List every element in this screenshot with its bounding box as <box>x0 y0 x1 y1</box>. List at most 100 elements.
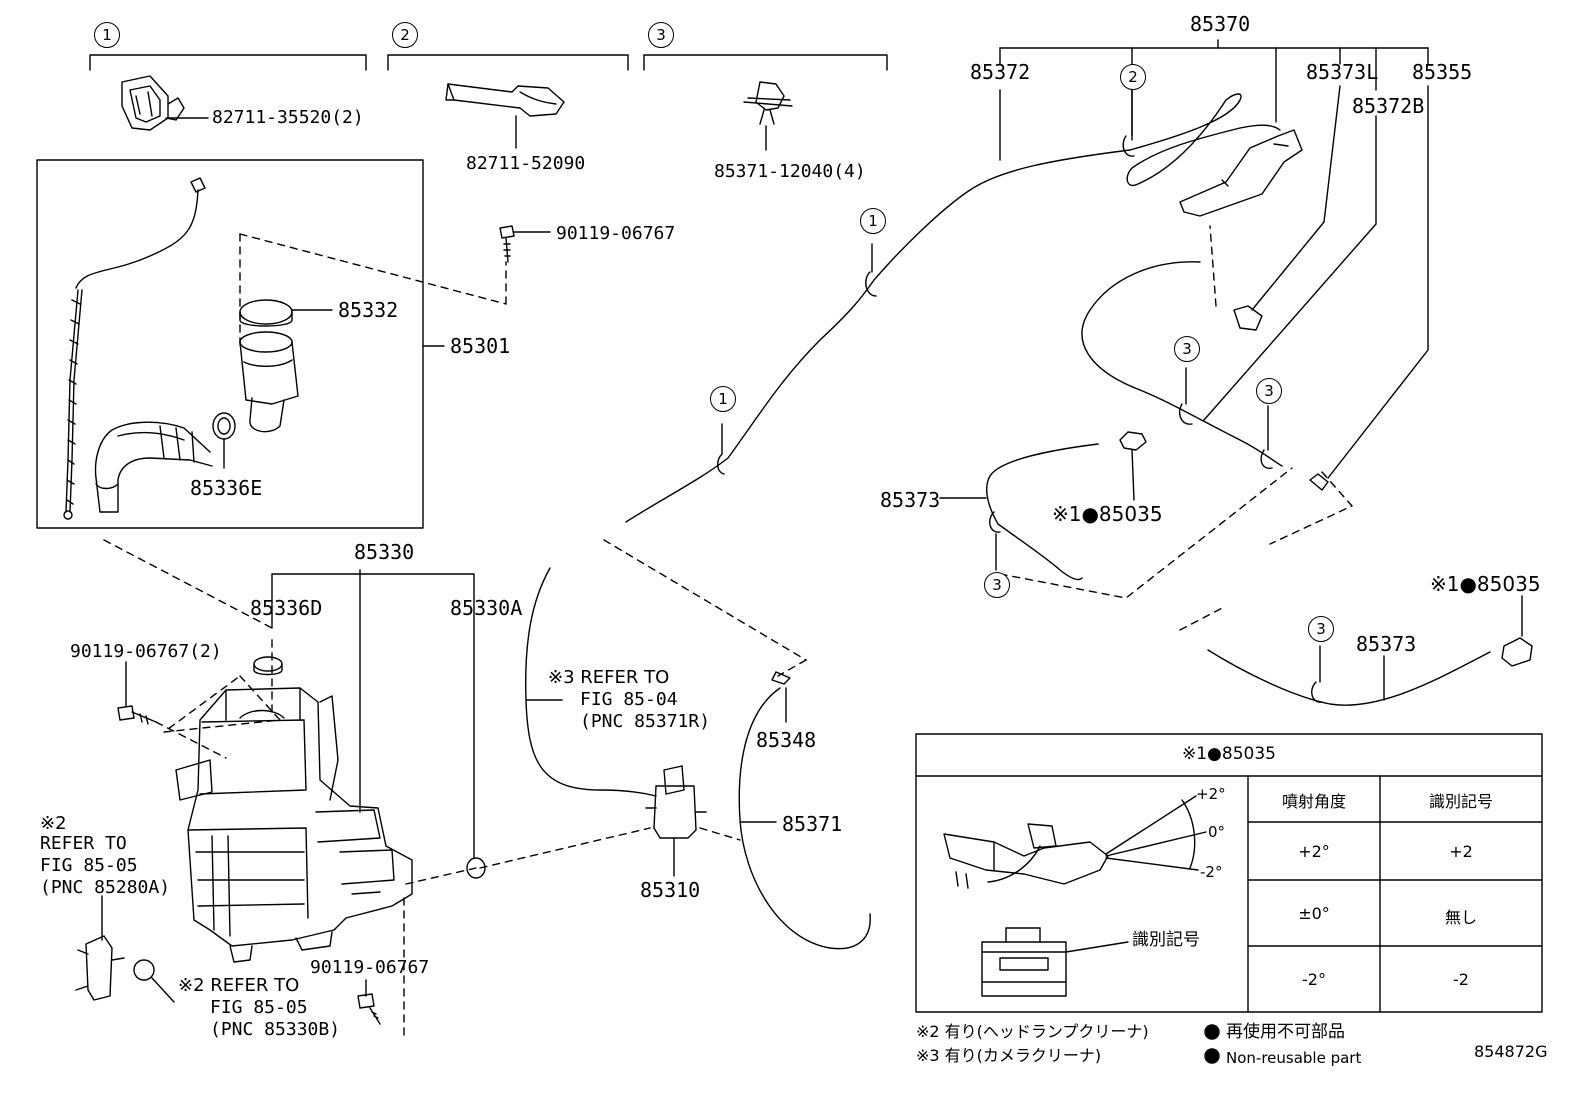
label-85310: 85310 <box>640 878 701 902</box>
inset-nozzle-icon <box>943 795 1207 889</box>
pump-85280a-icon <box>75 895 125 1001</box>
label-90119-upper: 90119-06767 <box>556 223 676 244</box>
group-number-3: 3 <box>648 22 674 48</box>
hose-85371r <box>525 567 657 797</box>
part-82711-52090: 82711-52090 <box>466 153 586 174</box>
label-85373l: 85373L <box>1306 60 1379 84</box>
callout-2: 2 <box>1120 64 1146 90</box>
label-85348: 85348 <box>756 728 817 752</box>
callout-3: 3 <box>1174 336 1200 362</box>
label-85332: 85332 <box>338 298 399 322</box>
label-85035-right: ※1●85035 <box>1430 572 1541 596</box>
ref-85280a-line2: REFER TO <box>40 833 127 854</box>
hose-rings <box>717 87 1323 703</box>
label-85370: 85370 <box>1190 12 1251 36</box>
callout-1: 1 <box>860 208 886 234</box>
spray-angle-zero: 0° <box>1208 823 1226 841</box>
spec-table-cols <box>1247 775 1381 1013</box>
washer-tank-icon <box>175 569 413 963</box>
part-85371-12040: 85371-12040(4) <box>714 161 866 182</box>
inset-mark-label: 識別記号 <box>1132 930 1200 950</box>
joint-85348-icon <box>771 671 791 685</box>
note-headlamp-cleaner: ※2 有り(ヘッドランプクリーナ) <box>916 1022 1149 1041</box>
callout-3: 3 <box>1256 378 1282 404</box>
spec-row-angle: +2° <box>1298 842 1330 861</box>
dashed-reference-lines <box>103 225 1353 1041</box>
group-number-1: 1 <box>94 22 120 48</box>
ref-85280a-line1: ※2 <box>40 813 67 834</box>
level-gauge-icon <box>63 177 206 520</box>
leader-85330 <box>271 573 475 859</box>
bolt-90119-left-icon <box>117 661 157 725</box>
label-85372: 85372 <box>970 60 1031 84</box>
label-85330: 85330 <box>354 540 415 564</box>
inset-connector-icon <box>981 927 1129 997</box>
bolt-90119-upper-icon <box>499 225 551 263</box>
ref-85330b-line1: ※2 REFER TO <box>178 975 300 996</box>
grommet-85330a-icon <box>466 857 486 879</box>
label-85336e: 85336E <box>190 476 263 500</box>
hose-85371 <box>738 687 871 950</box>
label-90119-left: 90119-06767(2) <box>70 641 222 662</box>
spec-row-mark: 無し <box>1444 908 1477 927</box>
grommet-85330b-icon <box>133 959 175 1003</box>
spec-table-rows <box>1247 821 1543 947</box>
nozzle-85035-right-icon <box>1501 637 1533 667</box>
ref-fig-85-04-line1: ※3 REFER TO <box>548 667 670 688</box>
label-85355: 85355 <box>1412 60 1473 84</box>
nozzle-bracket-detail <box>1221 143 1289 187</box>
spec-row-mark: -2 <box>1453 970 1469 989</box>
figure-id: 854872G <box>1474 1042 1548 1061</box>
spray-angle-plus: +2° <box>1196 785 1226 803</box>
nozzle-85035-mid-icon <box>1119 431 1147 451</box>
nozzle-bracket-icon <box>1179 129 1303 217</box>
assembly-box-85301 <box>36 159 424 529</box>
label-85373-mid: 85373 <box>880 488 941 512</box>
hose-85372 <box>625 149 1131 523</box>
label-85035-mid: ※1●85035 <box>1052 502 1163 526</box>
filler-neck-icon <box>94 299 333 513</box>
note-camera-cleaner: ※3 有り(カメラクリーナ) <box>916 1046 1102 1065</box>
clip-82711-35520-icon <box>121 75 209 131</box>
ref-85280a-line3: FIG 85-05 <box>40 855 138 876</box>
spec-box <box>915 733 1543 1013</box>
leader-85035-mid <box>1131 449 1135 501</box>
hose-85370-branch <box>1126 93 1281 187</box>
bullet-icon <box>1204 1048 1220 1064</box>
legend-non-reusable-jp: 再使用不可部品 <box>1226 1022 1345 1042</box>
bolt-90119-lower-icon <box>357 979 381 1025</box>
label-90119-lower: 90119-06767 <box>310 957 430 978</box>
hose-85373-mid <box>986 443 1099 581</box>
spec-table-title: ※1●85035 <box>1182 744 1276 764</box>
spray-angle-minus: -2° <box>1200 863 1223 881</box>
part-82711-35520: 82711-35520(2) <box>212 107 364 128</box>
ref-85330b-line3: (PNC 85330B) <box>210 1019 341 1040</box>
group-number-2: 2 <box>392 22 418 48</box>
label-85301: 85301 <box>450 334 511 358</box>
label-85336d: 85336D <box>250 596 323 620</box>
label-85330a: 85330A <box>450 596 523 620</box>
label-85371: 85371 <box>782 812 843 836</box>
spec-row-angle: ±0° <box>1298 904 1330 923</box>
group-brackets <box>89 54 888 71</box>
ref-85330b-line2: FIG 85-05 <box>210 997 308 1018</box>
hose-85372b <box>1081 261 1283 467</box>
legend-non-reusable-en: Non-reusable part <box>1226 1049 1362 1067</box>
callout-3: 3 <box>984 572 1010 598</box>
spec-col-angle: 噴射角度 <box>1281 792 1346 811</box>
clip-85355-icon <box>1309 473 1329 491</box>
ref-85280a-line4: (PNC 85280A) <box>40 877 171 898</box>
callout-3: 3 <box>1308 616 1334 642</box>
callout-1: 1 <box>710 386 736 412</box>
clip-82711-52090-icon <box>445 83 565 149</box>
pump-85310-icon <box>645 765 707 877</box>
spec-row-mark: +2 <box>1449 842 1473 861</box>
ref-fig-85-04-line2: FIG 85-04 <box>580 689 678 710</box>
label-85372b: 85372B <box>1352 94 1425 118</box>
spec-col-mark: 識別記号 <box>1428 792 1493 811</box>
bullet-icon <box>1204 1024 1220 1040</box>
nozzle-85373l-icon <box>1233 305 1263 331</box>
ref-fig-85-04-line3: (PNC 85371R) <box>580 711 711 732</box>
